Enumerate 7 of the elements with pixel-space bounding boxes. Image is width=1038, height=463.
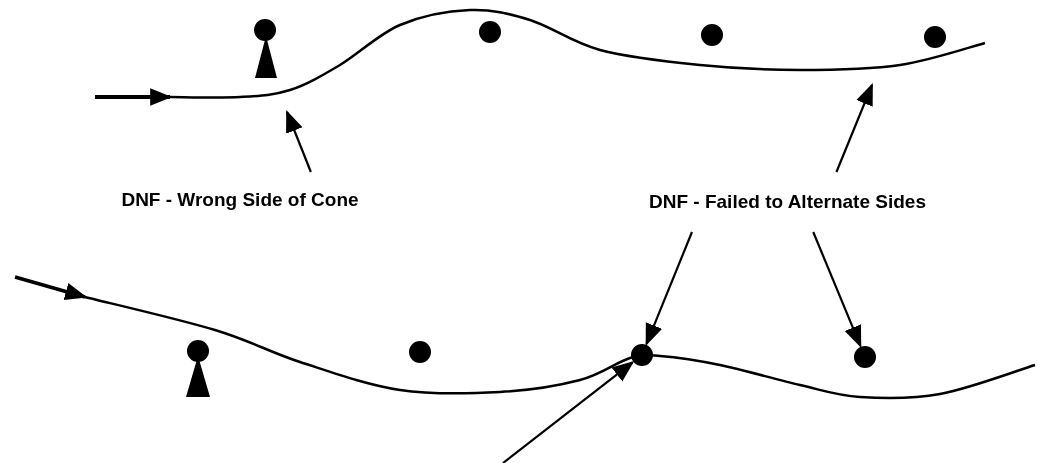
arrow xyxy=(645,231,693,346)
callout-text: DNF - Wrong Side of Cone xyxy=(121,187,359,212)
arrow xyxy=(812,231,862,348)
arrow xyxy=(835,82,873,173)
arrow xyxy=(285,109,312,173)
arrow xyxy=(502,361,635,463)
callout-text: DNF - Failed to Alternate Sides xyxy=(649,189,926,214)
